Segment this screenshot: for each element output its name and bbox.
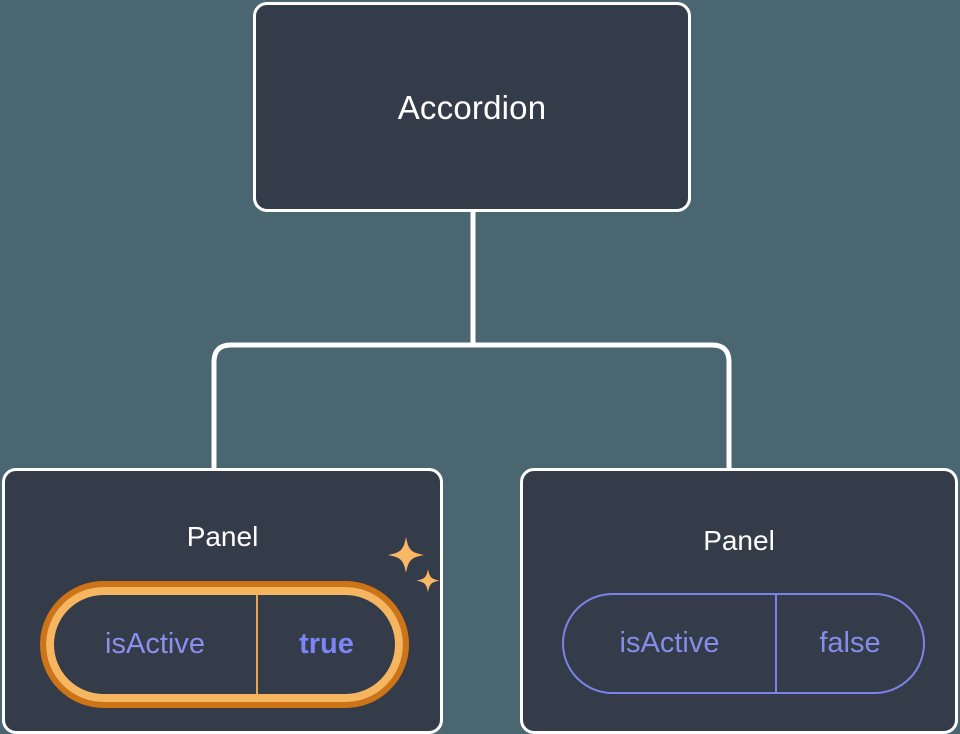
prop-value-label: false (775, 595, 923, 692)
prop-pill-isactive-false[interactable]: isActive false (562, 593, 925, 694)
prop-key-label: isActive (619, 627, 720, 659)
node-panel-active[interactable]: Panel isActive true (2, 468, 443, 734)
edge-bus-left (211, 342, 473, 470)
node-accordion-title: Accordion (397, 88, 547, 126)
prop-value-label: true (256, 595, 395, 694)
node-panel-inactive-title: Panel (703, 525, 775, 556)
node-accordion[interactable]: Accordion (253, 2, 691, 212)
prop-pill-isactive-true[interactable]: isActive true (40, 581, 409, 708)
prop-key-label: isActive (105, 628, 205, 660)
prop-pill-inner-ring: isActive true (46, 587, 403, 702)
edge-bus-right (473, 342, 732, 470)
node-panel-inactive[interactable]: Panel isActive false (520, 468, 958, 734)
node-panel-active-title: Panel (186, 521, 259, 552)
